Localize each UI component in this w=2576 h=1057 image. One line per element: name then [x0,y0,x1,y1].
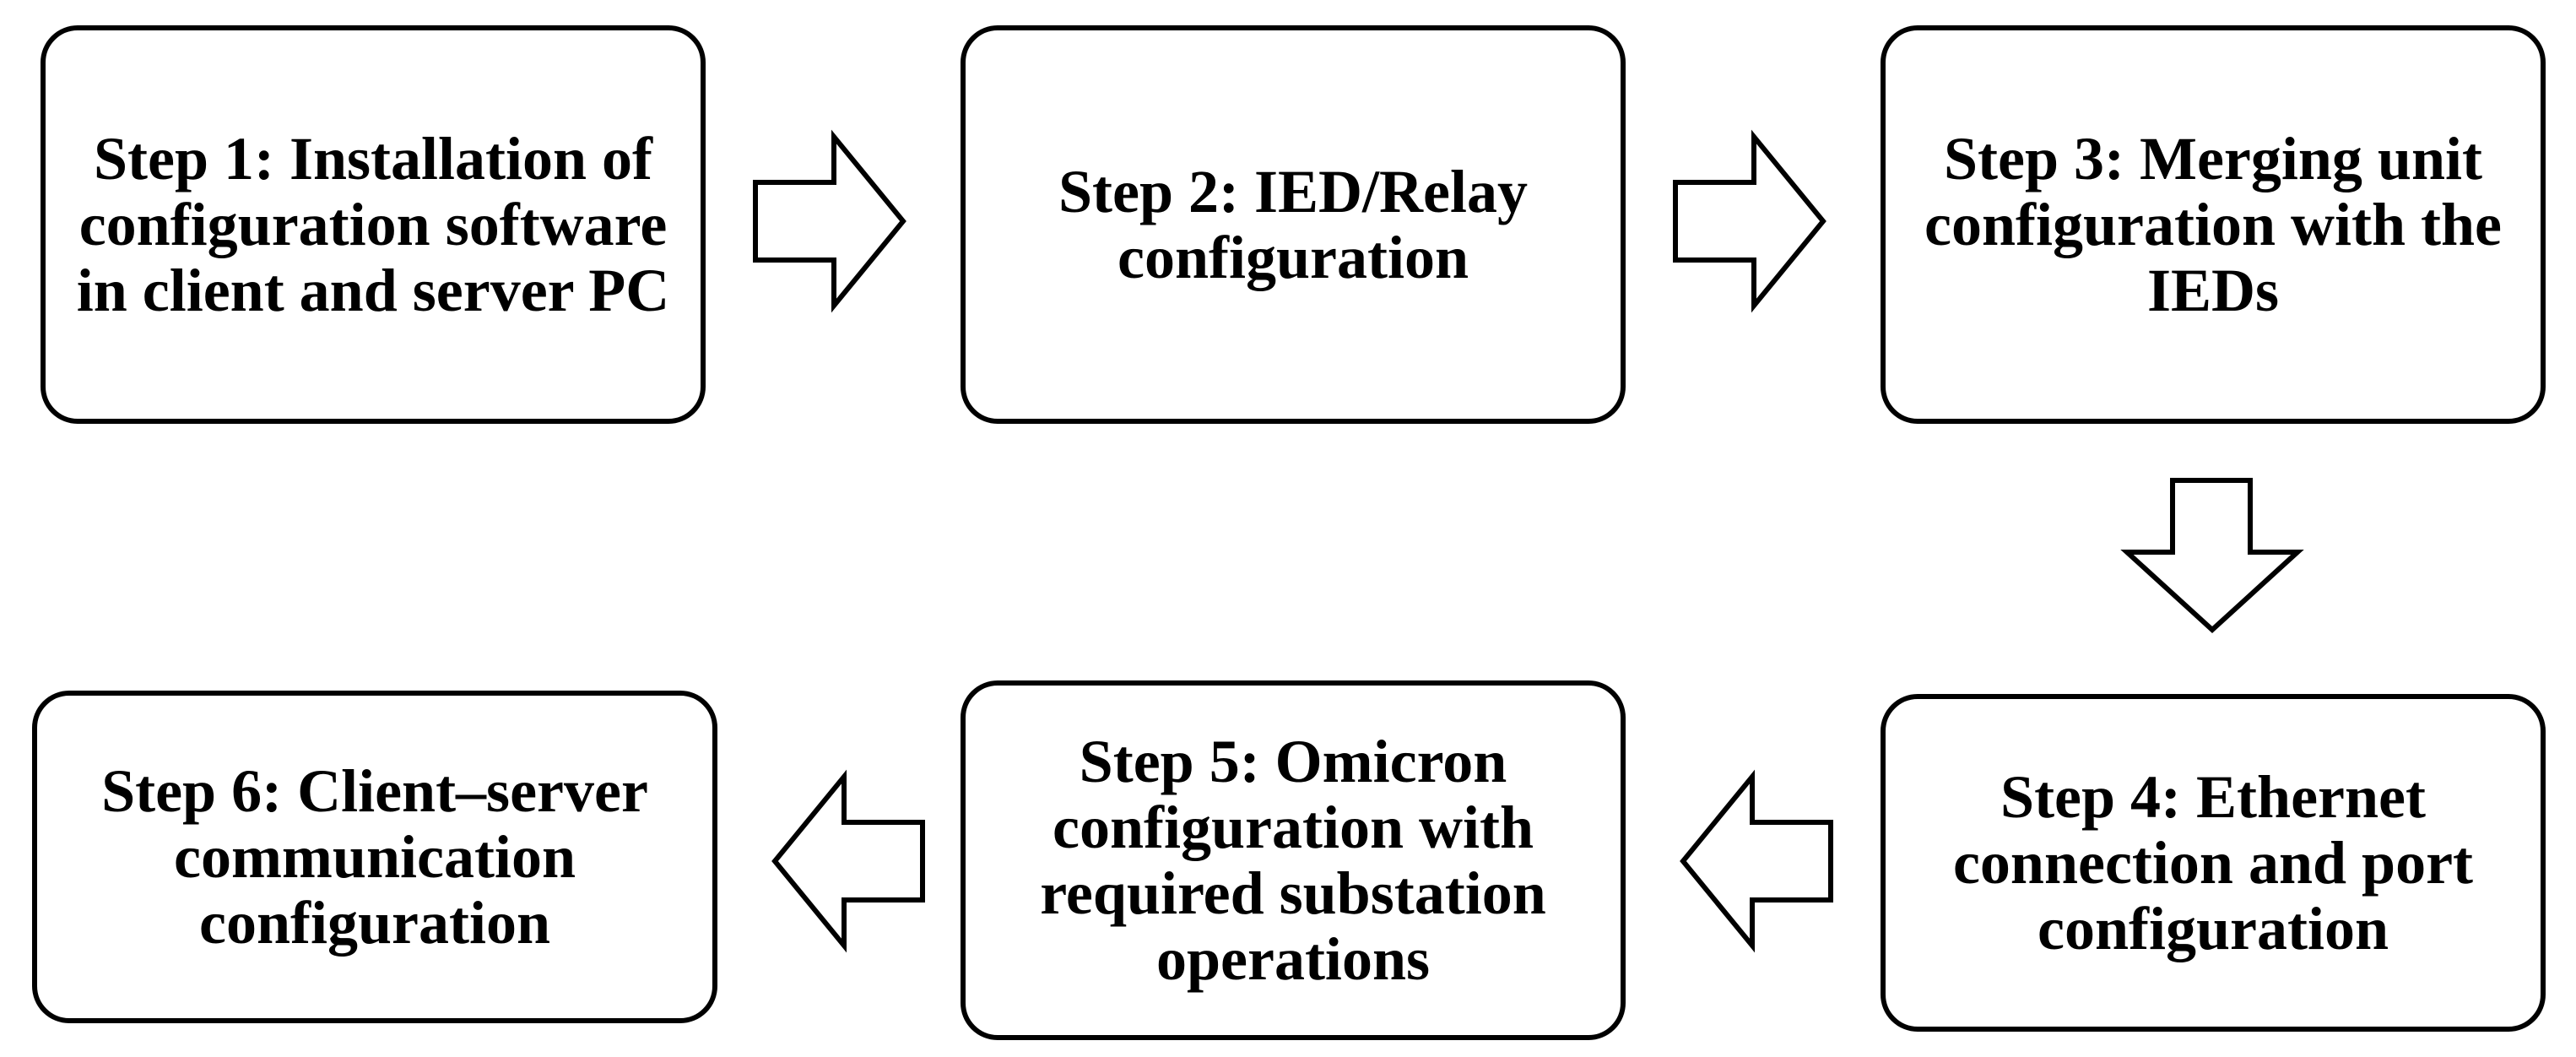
arrow-left-icon [1680,769,1833,953]
arrow-right-icon [753,129,906,313]
arrow-left-icon [771,769,925,953]
arrow-down-icon [2120,478,2304,634]
step-1-label: Step 1: Installation of configuration so… [76,125,670,324]
step-2-box: Step 2: IED/Relay configuration [961,25,1626,424]
step-3-label: Step 3: Merging unit configuration with … [1924,125,2502,324]
arrow-right-icon [1673,129,1826,313]
step-2-label: Step 2: IED/Relay configuration [1058,158,1528,291]
step-3-box: Step 3: Merging unit configuration with … [1881,25,2546,424]
step-4-box: Step 4: Ethernet connection and port con… [1881,694,2546,1032]
step-6-label: Step 6: Client–server communication conf… [101,757,648,957]
step-4-label: Step 4: Ethernet connection and port con… [1952,763,2474,962]
step-1-box: Step 1: Installation of configuration so… [41,25,706,424]
step-6-box: Step 6: Client–server communication conf… [32,691,717,1023]
step-5-label: Step 5: Omicron configuration with requi… [1040,728,1546,993]
step-5-box: Step 5: Omicron configuration with requi… [961,680,1626,1040]
